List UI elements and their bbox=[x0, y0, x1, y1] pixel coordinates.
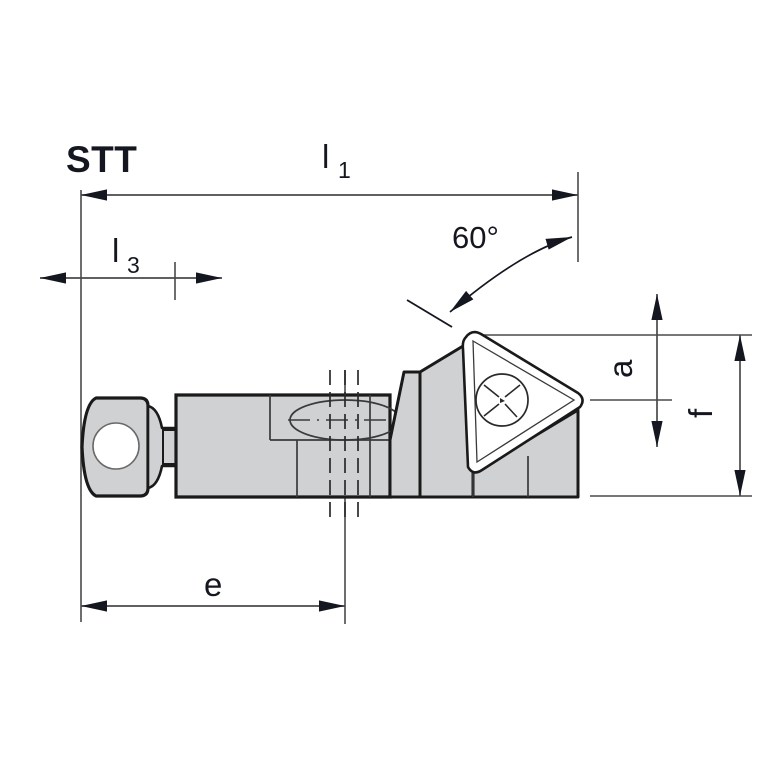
dimension-label-e: e bbox=[204, 566, 222, 603]
insert-inner-edge bbox=[472, 339, 576, 464]
drawing-title-stt: STT bbox=[66, 139, 137, 180]
coolant-centerlines bbox=[329, 370, 359, 520]
dimension-subscript-l3: 3 bbox=[127, 252, 140, 278]
clamp-hole bbox=[92, 422, 140, 470]
dimension-l3: l 3 bbox=[40, 232, 222, 284]
dimension-l1: l 1 bbox=[81, 138, 578, 201]
tool-geometry bbox=[80, 330, 584, 520]
screw-slot-2 bbox=[504, 384, 521, 398]
dimension-f: f bbox=[682, 335, 746, 496]
dimension-e: e bbox=[81, 566, 345, 612]
insert-screw bbox=[475, 373, 529, 427]
dimension-subscript-l1: 1 bbox=[338, 157, 351, 183]
screw-center-mark bbox=[500, 398, 505, 403]
dimension-label-f: f bbox=[682, 408, 719, 418]
dimension-label-l3: l bbox=[112, 232, 119, 269]
angle-label-60: 60° bbox=[452, 220, 499, 255]
angle-dimension-60: 60° bbox=[406, 220, 573, 328]
angle-arc bbox=[449, 236, 573, 313]
dimension-a: a bbox=[602, 294, 663, 447]
screw-drive-slots bbox=[483, 384, 521, 418]
screw-slot-3 bbox=[483, 403, 500, 417]
screw-slot-4 bbox=[504, 403, 518, 418]
screw-slot-1 bbox=[483, 384, 500, 398]
angle-leg-line bbox=[406, 299, 453, 328]
dimension-label-l1: l bbox=[322, 138, 329, 175]
dimension-label-a: a bbox=[602, 359, 639, 378]
